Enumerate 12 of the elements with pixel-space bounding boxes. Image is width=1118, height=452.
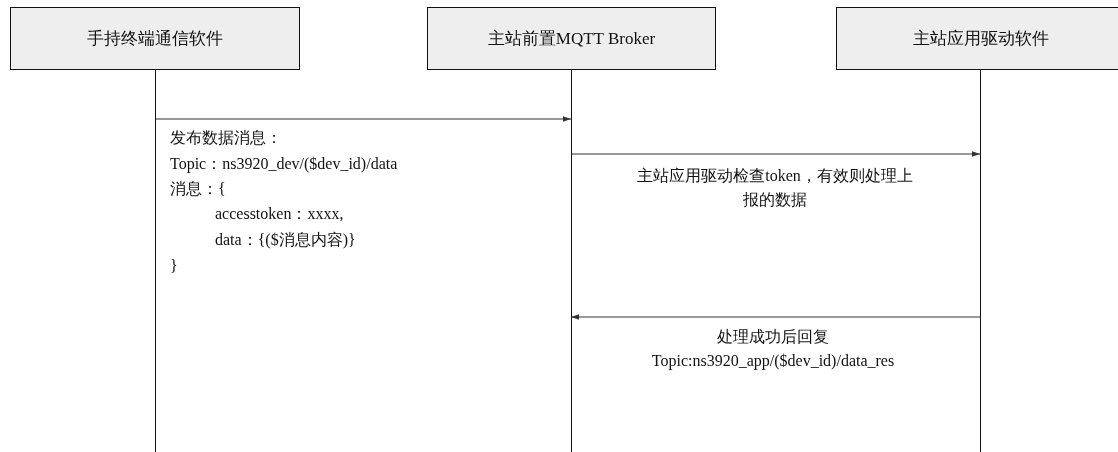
message-text: accesstoken：xxxx, (215, 204, 344, 224)
participant-name: 手持终端通信软件 (87, 28, 223, 50)
message-arrow (154, 116, 572, 122)
participant-name: 主站前置MQTT Broker (487, 28, 656, 50)
message-text: data：{($消息内容)} (215, 230, 356, 250)
message-arrow (570, 151, 981, 157)
message-text: 消息：{ (170, 179, 226, 199)
message-text: 发布数据消息： (170, 128, 282, 148)
message-text: Topic：ns3920_dev/($dev_id)/data (170, 154, 398, 174)
message-arrow (570, 314, 981, 320)
participant-name: 主站应用驱动软件 (913, 28, 1049, 50)
message-text: } (170, 256, 178, 276)
